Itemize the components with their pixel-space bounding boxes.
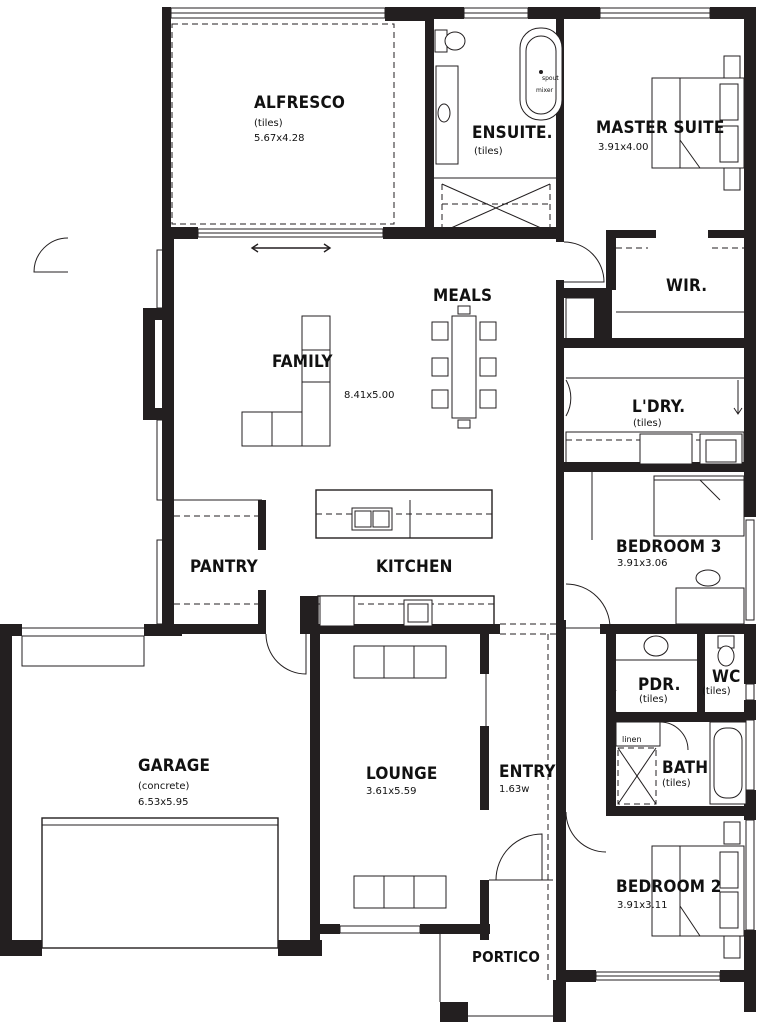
door-swings [33,237,689,881]
bath-finish: (tiles) [662,778,691,789]
laundry-name: L'DRY. [632,397,685,417]
laundry-finish: (tiles) [633,418,662,429]
family-size: 8.41x5.00 [344,390,394,401]
ensuite-finish: (tiles) [474,146,503,157]
entry-size: 1.63w [499,784,529,795]
lounge-size: 3.61x5.59 [366,786,416,797]
entry-name: ENTRY [499,762,556,782]
pdr-name: PDR. [638,675,681,695]
master-suite-size: 3.91x4.00 [598,142,648,153]
linen-label: linen [622,735,642,744]
wir-name: WIR. [666,276,707,296]
pantry-name: PANTRY [190,557,259,577]
pdr-finish: (tiles) [639,694,668,705]
alfresco-size: 5.67x4.28 [254,133,304,144]
bath-name: BATH [662,758,708,778]
kitchen-name: KITCHEN [376,557,453,577]
alfresco-finish: (tiles) [254,118,283,129]
garage-name: GARAGE [138,756,210,776]
master-suite-name: MASTER SUITE [596,118,724,138]
bedroom2-size: 3.91x3.11 [617,900,667,911]
ensuite-name: ENSUITE. [472,123,553,143]
bedroom3-size: 3.91x3.06 [617,558,667,569]
wc-name: WC [712,667,741,687]
garage-size: 6.53x5.95 [138,797,188,808]
meals-name: MEALS [433,286,492,306]
family-name: FAMILY [272,352,333,372]
alfresco-name: ALFRESCO [254,93,345,113]
bath-spout-label: spout [542,75,559,82]
bedroom3-name: BEDROOM 3 [616,537,722,557]
portico-name: PORTICO [472,948,540,966]
garage-finish: (concrete) [138,781,189,792]
windows-and-thin-lines [21,7,755,1017]
bath-mixer-label: mixer [536,87,554,94]
room-labels: ALFRESCO (tiles) 5.67x4.28 ENSUITE. (til… [138,75,741,966]
wc-finish: (tiles) [702,686,731,697]
bedroom2-name: BEDROOM 2 [616,877,722,897]
walls [0,7,756,1022]
lounge-name: LOUNGE [366,764,438,784]
